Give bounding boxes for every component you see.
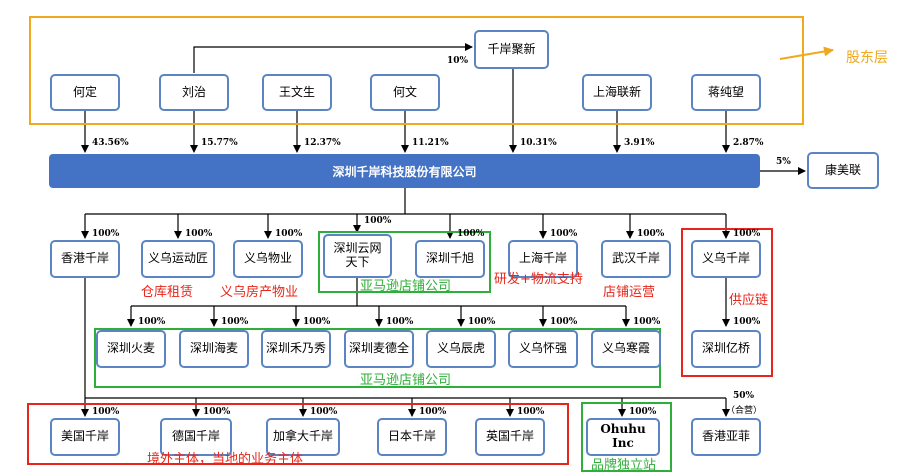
- pct-shenzhen-haimai: 100%: [221, 317, 249, 327]
- pct-shanghai-qianan: 100%: [550, 229, 578, 239]
- main-company-bar: 深圳千岸科技股份有限公司: [49, 154, 760, 188]
- pct-de-qianan: 100%: [203, 407, 231, 417]
- node-wuhan-qianan: 武汉千岸: [601, 240, 671, 278]
- amazon-stores-label-2: 亚马逊店铺公司: [360, 373, 452, 388]
- node-ca-qianan: 加拿大千岸: [266, 418, 340, 456]
- pct-shenzhen-yiqiao: 100%: [733, 317, 761, 327]
- property-management-label: 义乌房产物业: [220, 285, 299, 300]
- pct-wuhan-qianan: 100%: [637, 229, 665, 239]
- pct-yiwu-hanxia: 100%: [633, 317, 661, 327]
- pct-shenzhen-maidequan: 100%: [386, 317, 414, 327]
- pct-ohuhu: 100%: [629, 407, 657, 417]
- pct-qianan-juxin: 10.31%: [520, 138, 557, 148]
- pct-shenzhen-huomai: 100%: [138, 317, 166, 327]
- node-shenzhen-maidequan: 深圳麦德全: [344, 330, 414, 368]
- pct-shenzhen-henaixiu: 100%: [303, 317, 331, 327]
- shareholder-liuzhi: 刘治: [159, 74, 229, 111]
- shareholder-qianan-juxin: 千岸聚新: [474, 30, 549, 69]
- brand-site-label: 品牌独立站: [591, 458, 657, 473]
- node-de-qianan: 德国千岸: [160, 418, 232, 456]
- rnd-logistics-label: 研发+物流支持: [494, 272, 583, 287]
- node-yiwu-huaiqiang: 义乌怀强: [508, 330, 578, 368]
- overseas-entities-box: [27, 403, 569, 465]
- node-shenzhen-yunwang: 深圳云网天下: [323, 234, 392, 278]
- pct-yiwu-yundong: 100%: [185, 229, 213, 239]
- pct-ca-qianan: 100%: [310, 407, 338, 417]
- store-operations-label: 店铺运营: [603, 285, 656, 300]
- hk-yafei-jv-note: （合营）: [726, 406, 763, 416]
- pct-hk-yafei: 50%: [733, 391, 755, 401]
- shareholder-hewen: 何文: [370, 74, 440, 111]
- shareholder-layer-box: [29, 16, 804, 125]
- pct-uk-qianan: 100%: [517, 407, 545, 417]
- shareholder-heding: 何定: [50, 74, 120, 111]
- brand-site-box: [581, 402, 672, 472]
- node-yiwu-hanxia: 义乌寒霞: [591, 330, 661, 368]
- main-company-name: 深圳千岸科技股份有限公司: [332, 164, 477, 179]
- amazon-stores-label-1: 亚马逊店铺公司: [360, 279, 452, 294]
- pct-yiwu-huaiqiang: 100%: [550, 317, 578, 327]
- node-ohuhu: Ohuhu Inc: [586, 418, 660, 456]
- shareholder-shanghai-lianxin: 上海联新: [582, 74, 652, 111]
- shareholder-jiang-chunwang: 蒋纯望: [691, 74, 761, 111]
- shareholder-wangwensheng: 王文生: [262, 74, 332, 111]
- pct-liuzhi-to-juxin: 10%: [447, 56, 469, 66]
- warehouse-rental-label: 仓库租赁: [141, 285, 194, 300]
- node-shenzhen-huomai: 深圳火麦: [96, 330, 166, 368]
- node-shanghai-qianan: 上海千岸: [508, 240, 578, 278]
- node-shenzhen-yiqiao: 深圳亿桥: [691, 330, 761, 368]
- pct-yiwu-wuye: 100%: [275, 229, 303, 239]
- pct-hewen: 11.21%: [412, 138, 449, 148]
- pct-shanghai-lianxin: 3.91%: [624, 138, 655, 148]
- node-shenzhen-haimai: 深圳海麦: [179, 330, 249, 368]
- pct-jiang-chunwang: 2.87%: [733, 138, 764, 148]
- node-jp-qianan: 日本千岸: [377, 418, 447, 456]
- node-hk-qianan: 香港千岸: [50, 240, 120, 278]
- pct-kangmeilian: 5%: [776, 157, 791, 167]
- node-kangmeilian: 康美联: [807, 152, 879, 189]
- supply-chain-label: 供应链: [729, 293, 769, 308]
- pct-yiwu-chenhu: 100%: [468, 317, 496, 327]
- pct-shenzhen-qianxu: 100%: [457, 229, 485, 239]
- node-yiwu-qianan: 义乌千岸: [691, 240, 761, 278]
- node-shenzhen-henaixiu: 深圳禾乃秀: [261, 330, 331, 368]
- shareholder-layer-label: 股东层: [846, 50, 888, 66]
- overseas-entities-label: 境外主体，当地的业务主体: [147, 452, 304, 467]
- pct-jp-qianan: 100%: [419, 407, 447, 417]
- amazon-stores-box-1: [318, 231, 491, 293]
- node-yiwu-chenhu: 义乌辰虎: [426, 330, 496, 368]
- pct-heding: 43.56%: [92, 138, 129, 148]
- pct-shenzhen-yunwang: 100%: [364, 216, 392, 226]
- supply-chain-box: [681, 228, 773, 377]
- node-shenzhen-qianxu: 深圳千旭: [415, 240, 485, 278]
- pct-hk-qianan: 100%: [92, 229, 120, 239]
- node-yiwu-yundong: 义乌运动匠: [141, 240, 215, 278]
- pct-wangwensheng: 12.37%: [304, 138, 341, 148]
- node-hk-yafei: 香港亚菲: [691, 418, 761, 456]
- node-yiwu-wuye: 义乌物业: [233, 240, 303, 278]
- node-uk-qianan: 英国千岸: [475, 418, 545, 456]
- node-us-qianan: 美国千岸: [50, 418, 120, 456]
- pct-us-qianan: 100%: [92, 407, 120, 417]
- pct-yiwu-qianan: 100%: [733, 229, 761, 239]
- pct-liuzhi: 15.77%: [201, 138, 238, 148]
